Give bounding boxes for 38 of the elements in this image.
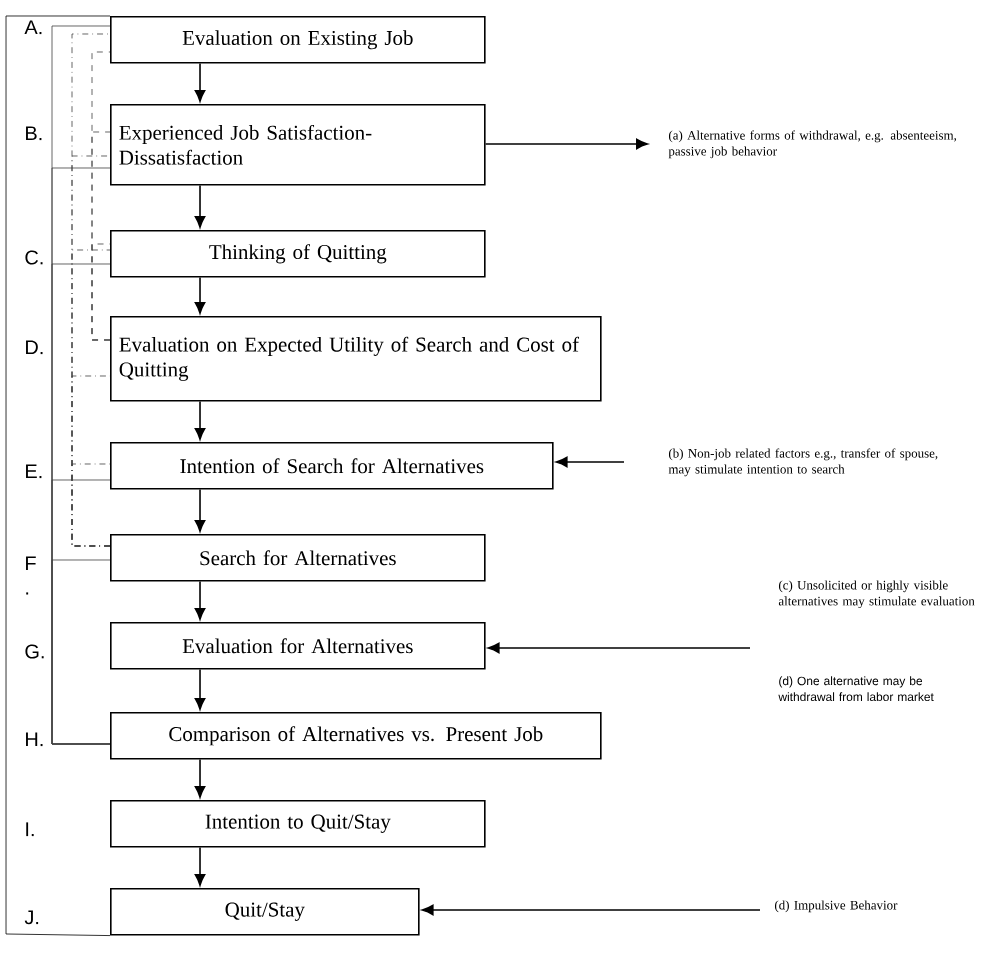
process-box: Comparison of Alternatives vs. Present Job xyxy=(110,712,602,760)
arrow xyxy=(194,758,206,798)
arrow xyxy=(194,580,206,620)
process-box: Evaluation for Alternatives xyxy=(110,622,486,670)
step-letter: A. xyxy=(24,20,42,35)
arrow xyxy=(421,904,761,916)
process-box: Intention of Search for Alternatives xyxy=(110,442,554,490)
feedback-line xyxy=(91,243,111,341)
step-letter: B. xyxy=(26,126,42,141)
arrow xyxy=(194,846,206,886)
arrow xyxy=(487,642,751,654)
step-letter: I. xyxy=(26,822,34,837)
feedback-line xyxy=(71,463,111,547)
process-box: Search for Alternatives xyxy=(110,534,486,582)
process-box: Evaluation on Expected Utility of Search and Cost of Quitting xyxy=(110,316,602,402)
feedback-line xyxy=(5,15,111,936)
step-letter: D. xyxy=(26,340,43,355)
process-box: Intention to Quit/Stay xyxy=(110,800,486,848)
step-letter: E. xyxy=(26,464,42,479)
process-box: Thinking of Quitting xyxy=(110,230,486,278)
step-letter: H. xyxy=(26,732,43,747)
process-box: Quit/Stay xyxy=(110,888,420,936)
step-letter: J. xyxy=(24,910,39,925)
step-letter: F xyxy=(26,556,36,571)
arrow xyxy=(194,400,206,440)
process-box: Evaluation on Existing Job xyxy=(110,16,486,64)
arrow xyxy=(194,184,206,228)
arrow xyxy=(555,456,625,468)
feedback-line xyxy=(51,559,111,745)
step-letter: C. xyxy=(25,250,43,265)
arrow xyxy=(484,138,648,150)
arrow xyxy=(194,488,206,532)
arrow xyxy=(194,62,206,102)
step-letter: . xyxy=(26,592,29,595)
process-box: Experienced Job Satisfaction-Dissatisfaction xyxy=(110,104,486,186)
arrow xyxy=(194,276,206,314)
step-letter: G. xyxy=(25,644,44,659)
arrow xyxy=(194,668,206,710)
